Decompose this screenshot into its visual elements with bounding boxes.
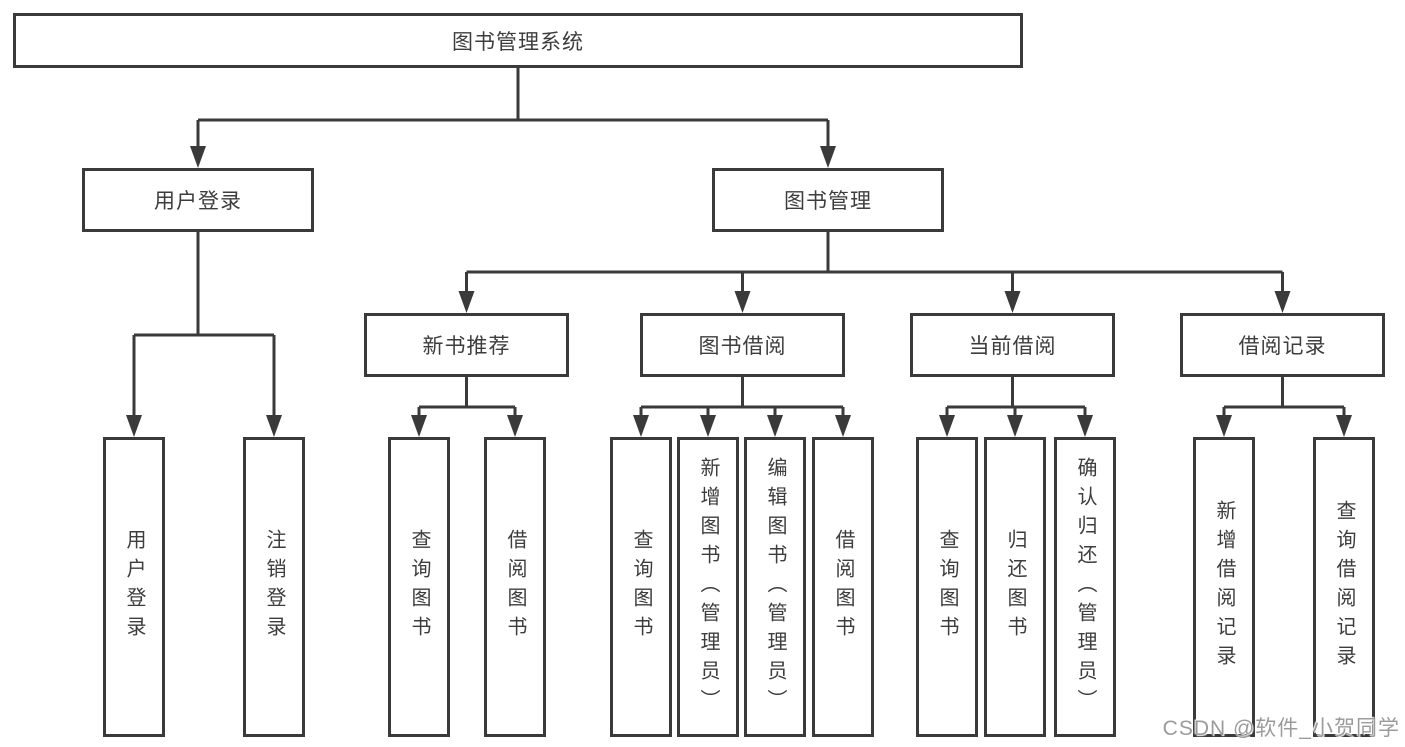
leaf-label: 借阅图书: [504, 529, 526, 645]
leaf-label: 借阅图书: [832, 529, 854, 645]
leaf-label: 确认归还（管理员）: [1074, 456, 1096, 718]
node-leaf-borrow-books-1: 借阅图书: [484, 437, 546, 737]
node-leaf-return-books: 归还图书: [984, 437, 1046, 737]
node-leaf-borrow-books-2: 借阅图书: [812, 437, 874, 737]
node-leaf-query-borrow-record: 查询借阅记录: [1313, 437, 1375, 737]
leaf-label: 归还图书: [1004, 529, 1026, 645]
node-user-login: 用户登录: [82, 168, 314, 232]
arrowheads: [126, 146, 1352, 437]
node-leaf-logout: 注销登录: [243, 437, 305, 737]
leaf-label: 查询图书: [936, 529, 958, 645]
node-borrowing-records: 借阅记录: [1180, 313, 1385, 377]
connector-borrow-records: [1222, 377, 1346, 419]
connector-root: [196, 68, 830, 150]
leaf-label: 编辑图书（管理员）: [764, 456, 786, 718]
node-root: 图书管理系统: [13, 13, 1023, 68]
node-leaf-confirm-return-admin: 确认归还（管理员）: [1054, 437, 1116, 737]
leaf-label: 用户登录: [123, 529, 145, 645]
connector-current-borrow: [945, 377, 1087, 419]
node-current-borrowing: 当前借阅: [910, 313, 1115, 377]
leaf-label: 查询借阅记录: [1333, 500, 1355, 674]
node-book-borrowing: 图书借阅: [640, 313, 845, 377]
node-leaf-user-login: 用户登录: [103, 437, 165, 737]
node-leaf-query-books-2: 查询图书: [610, 437, 672, 737]
leaf-label: 查询图书: [408, 529, 430, 645]
leaf-label: 新增借阅记录: [1213, 500, 1235, 674]
node-leaf-query-books-1: 查询图书: [388, 437, 450, 737]
node-leaf-query-books-3: 查询图书: [916, 437, 978, 737]
leaf-label: 查询图书: [630, 529, 652, 645]
node-leaf-add-books-admin: 新增图书（管理员）: [677, 437, 739, 737]
node-new-book-recommend: 新书推荐: [364, 313, 569, 377]
node-leaf-add-borrow-record: 新增借阅记录: [1193, 437, 1255, 737]
leaf-label: 注销登录: [263, 529, 285, 645]
connector-user-login: [132, 232, 276, 419]
connector-new-book: [417, 377, 517, 419]
connector-book-mgmt: [465, 232, 1284, 295]
csdn-watermark: CSDN @软件_小贺同学: [1162, 717, 1400, 740]
leaf-label: 新增图书（管理员）: [697, 456, 719, 718]
node-leaf-edit-books-admin: 编辑图书（管理员）: [744, 437, 806, 737]
connector-book-borrow: [639, 377, 845, 419]
node-book-management: 图书管理: [712, 168, 944, 232]
